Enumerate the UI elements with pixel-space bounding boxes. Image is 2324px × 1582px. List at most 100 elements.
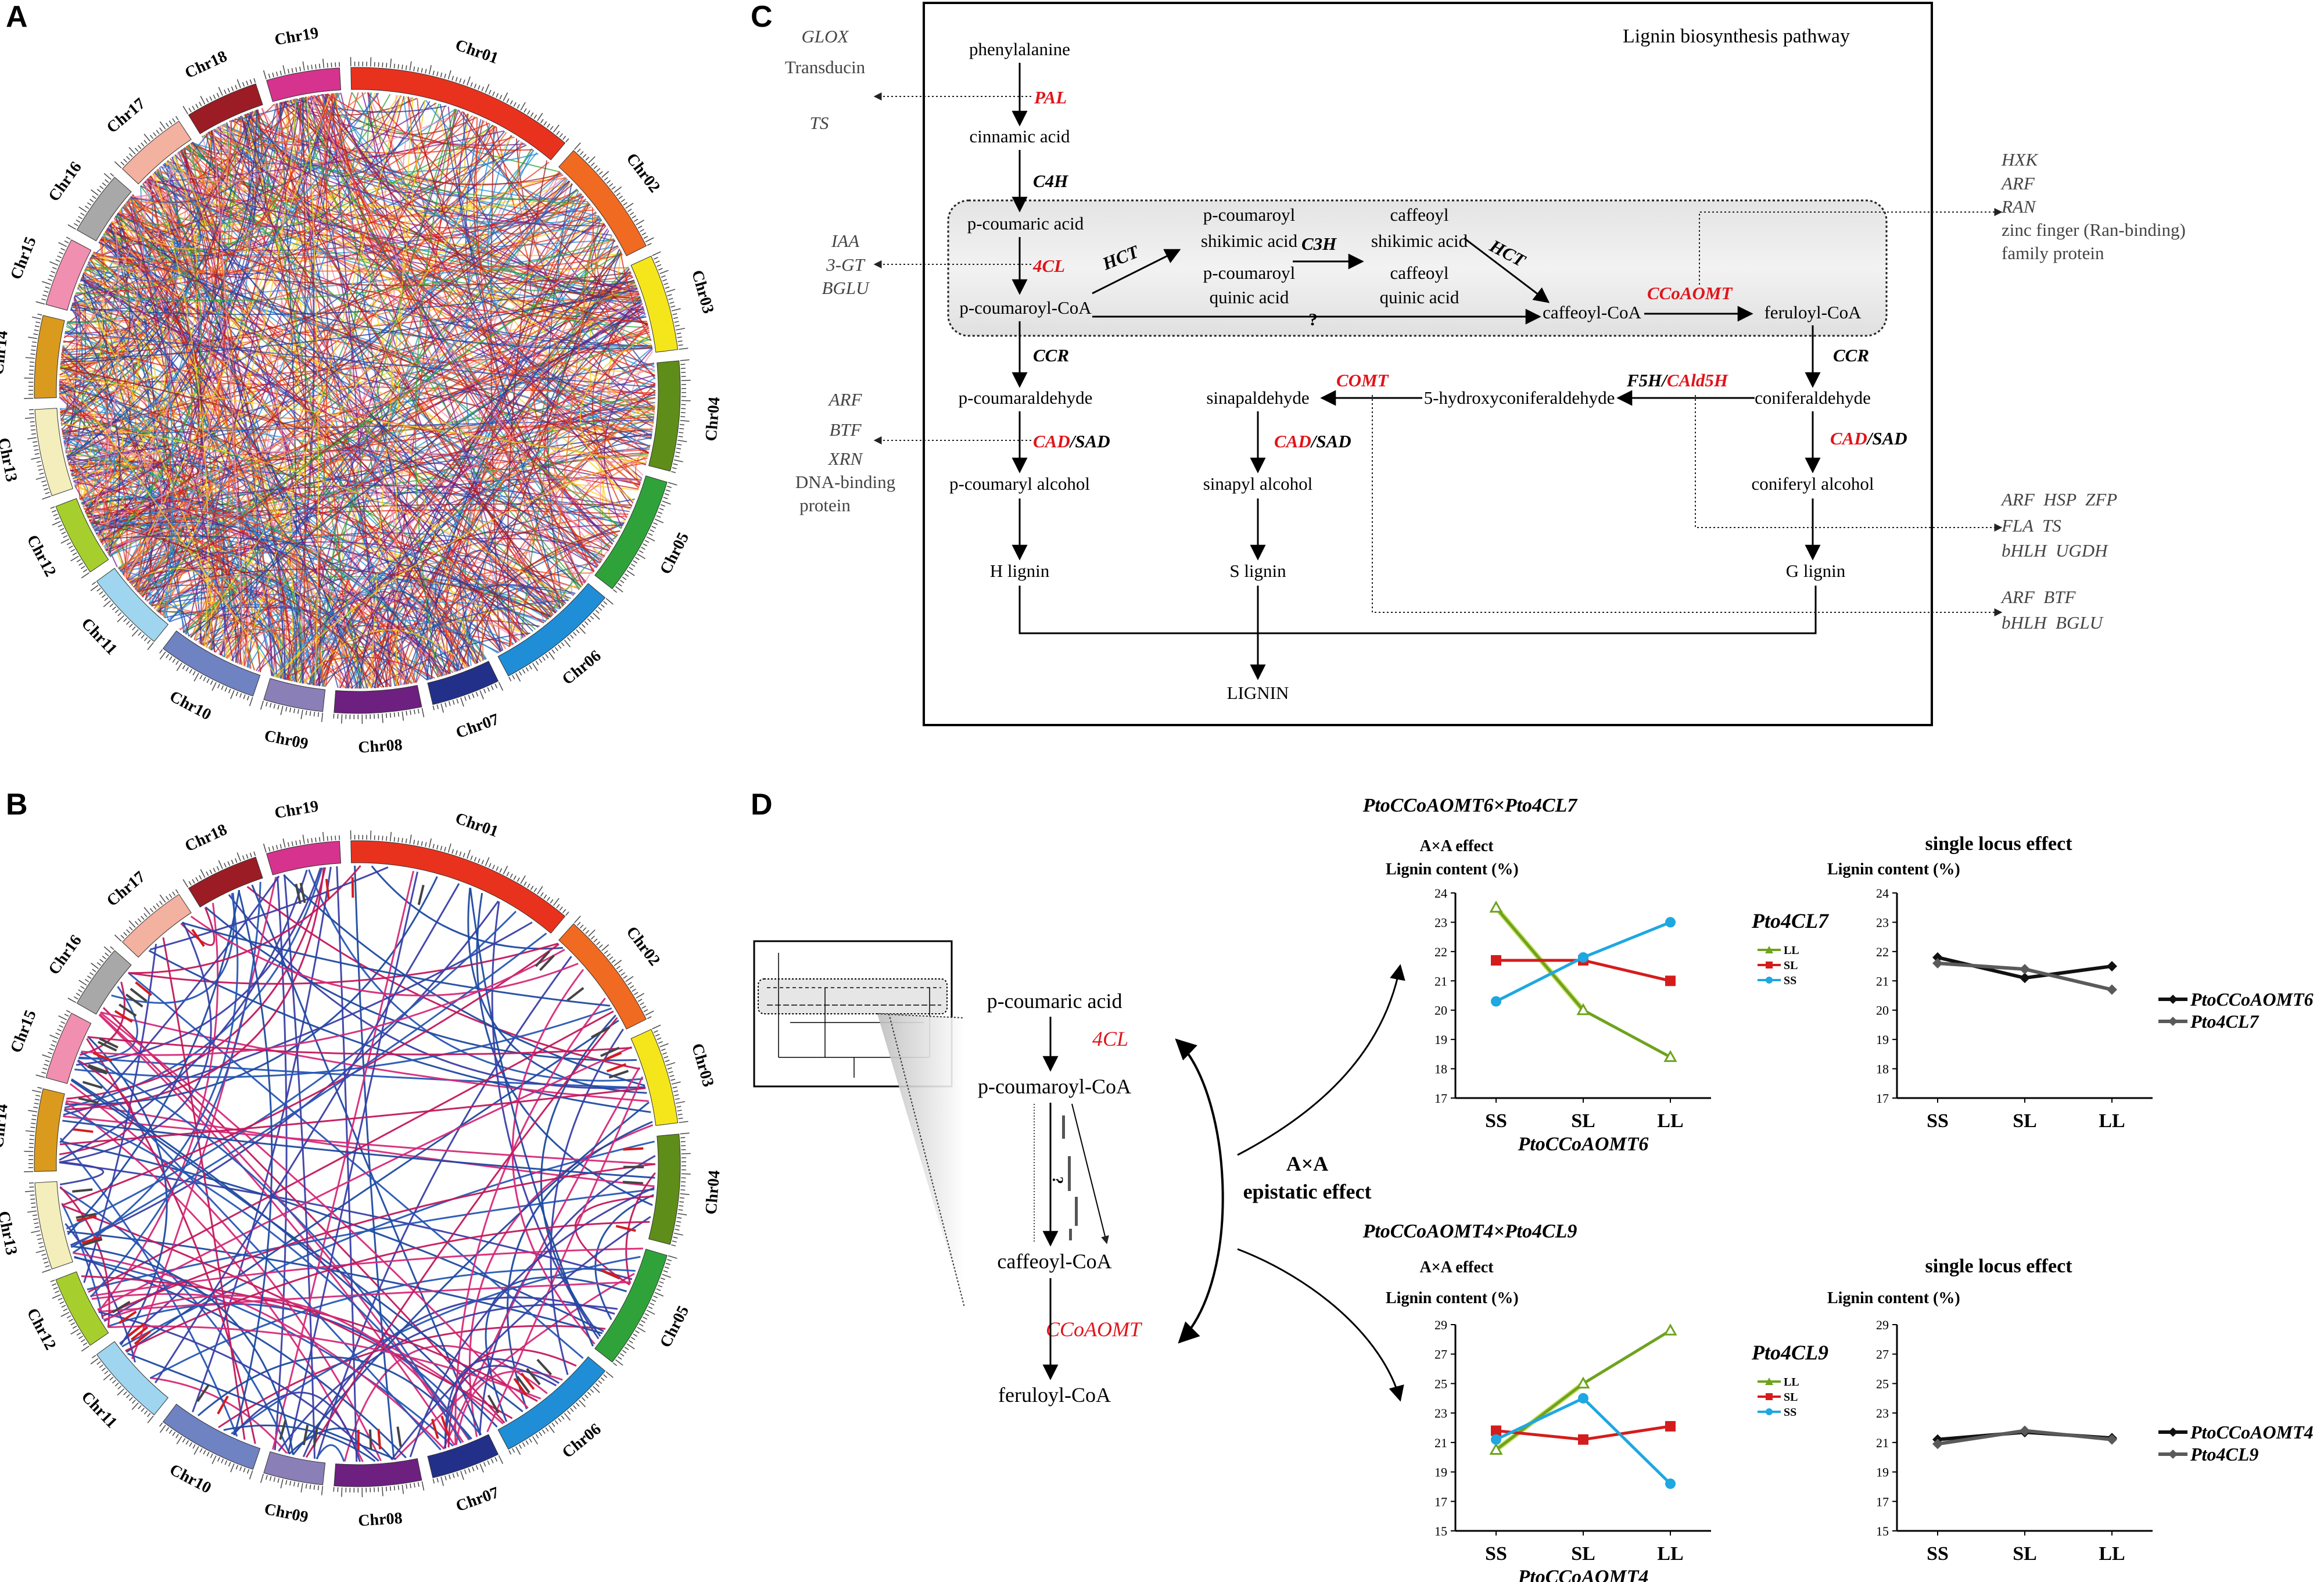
data-point bbox=[1665, 1420, 1676, 1432]
chromosome-tick bbox=[490, 685, 494, 690]
chromosome-tick bbox=[668, 1255, 677, 1259]
chromosome-tick bbox=[72, 1325, 77, 1329]
gene-marker bbox=[217, 1396, 229, 1415]
synteny-link bbox=[203, 93, 334, 647]
chromosome-tick bbox=[633, 560, 638, 564]
synteny-link bbox=[462, 112, 649, 328]
chromosome-tick bbox=[382, 62, 383, 67]
chromosome-tick bbox=[105, 952, 109, 956]
synteny-link bbox=[60, 418, 536, 630]
chromosome-tick bbox=[616, 192, 621, 196]
chromosome-tick bbox=[81, 572, 89, 579]
chromosome-tick bbox=[91, 963, 99, 969]
chromosome-tick bbox=[28, 1110, 38, 1113]
chromosome-tick bbox=[280, 705, 284, 715]
chromosome-tick bbox=[30, 1127, 35, 1128]
chart-title: single locus effect bbox=[1925, 1255, 2072, 1277]
chromosome-tick bbox=[117, 1388, 125, 1396]
chromosome-tick bbox=[209, 869, 213, 874]
chromosome-tick bbox=[677, 1213, 687, 1215]
legend-marker bbox=[1766, 962, 1773, 968]
y-tick-label: 19 bbox=[1434, 1465, 1447, 1480]
chromosome-tick bbox=[31, 457, 41, 460]
synteny-link bbox=[128, 119, 236, 205]
chromosome-label: Chr11 bbox=[78, 615, 121, 658]
chromosome-tick bbox=[680, 368, 686, 370]
chromosome-tick bbox=[192, 1444, 196, 1449]
chromosome-tick bbox=[593, 1386, 600, 1393]
chromosome-tick bbox=[172, 1432, 176, 1436]
gene-marker bbox=[608, 1070, 629, 1079]
node-feruloyl-coa: feruloyl-CoA bbox=[1764, 302, 1862, 322]
chromosome-segment bbox=[497, 583, 606, 677]
chromosome-tick bbox=[117, 615, 125, 623]
epistasis-label-1: A×A bbox=[1286, 1152, 1329, 1175]
chromosome-tick bbox=[58, 1297, 63, 1301]
chromosome-tick bbox=[669, 1075, 675, 1077]
synteny-link bbox=[511, 968, 596, 1345]
chromosome-tick bbox=[322, 58, 325, 69]
chromosome-segment bbox=[55, 498, 109, 573]
chromosome-tick bbox=[668, 297, 673, 300]
chromosome-tick bbox=[277, 705, 279, 710]
synteny-link bbox=[107, 1303, 482, 1436]
chromosome-tick bbox=[182, 665, 186, 669]
chromosome-tick bbox=[541, 1429, 546, 1434]
synteny-link bbox=[83, 944, 157, 1283]
chromosome-tick bbox=[80, 1339, 85, 1343]
chromosome-tick bbox=[114, 161, 122, 168]
chromosome-tick bbox=[35, 1095, 41, 1097]
synteny-link bbox=[128, 568, 213, 648]
chromosome-tick bbox=[109, 603, 114, 608]
node-caffeoyl-shikimic-2: shikimic acid bbox=[1371, 231, 1468, 251]
chromosome-tick bbox=[105, 179, 109, 183]
synteny-link bbox=[97, 1046, 632, 1311]
chromosome-tick bbox=[660, 1277, 665, 1280]
synteny-link bbox=[74, 1007, 612, 1078]
chromosome-tick bbox=[44, 1064, 49, 1066]
chromosome-tick bbox=[650, 1303, 655, 1306]
chromosome-tick bbox=[545, 1427, 549, 1432]
x-tick-label: SL bbox=[1571, 1543, 1595, 1565]
chromosome-label: Chr05 bbox=[657, 530, 693, 577]
gene-marker bbox=[82, 1081, 103, 1089]
synteny-link bbox=[401, 425, 654, 686]
chromosome-tick bbox=[478, 85, 480, 90]
synteny-link bbox=[591, 228, 638, 289]
chromosome-tick bbox=[76, 992, 81, 996]
gene-marker bbox=[313, 1426, 318, 1447]
chromosome-tick bbox=[641, 232, 647, 236]
chromosome-tick bbox=[249, 697, 253, 706]
synteny-link bbox=[59, 1059, 134, 1156]
chromosome-tick bbox=[333, 1487, 335, 1492]
chromosome-tick bbox=[48, 1052, 53, 1054]
chromosome-tick bbox=[35, 301, 45, 305]
chromosome-tick bbox=[24, 377, 34, 379]
synteny-link bbox=[550, 1028, 624, 1375]
chromosome-tick bbox=[30, 1194, 35, 1196]
chromosome-tick bbox=[475, 1465, 479, 1470]
chromosome-tick bbox=[525, 667, 529, 672]
chromosome-segment bbox=[558, 150, 647, 256]
synteny-link bbox=[507, 160, 548, 647]
chromosome-tick bbox=[573, 632, 577, 636]
y-tick-label: 21 bbox=[1434, 974, 1447, 988]
synteny-link bbox=[149, 1268, 636, 1379]
y-tick-label: 23 bbox=[1434, 915, 1447, 930]
chromosome-segment bbox=[497, 1356, 606, 1450]
chromosome-tick bbox=[674, 321, 679, 323]
chromosome-tick bbox=[432, 70, 435, 76]
chromosome-tick bbox=[57, 255, 62, 259]
chromosome-tick bbox=[675, 325, 680, 327]
chromosome-tick bbox=[102, 956, 106, 960]
chromosome-tick bbox=[474, 856, 477, 862]
chromosome-tick bbox=[573, 142, 581, 150]
chromosome-tick bbox=[481, 87, 484, 92]
synteny-link bbox=[306, 96, 319, 686]
chromosome-tick bbox=[605, 598, 614, 605]
chromosome-tick bbox=[675, 1098, 680, 1100]
synteny-link bbox=[80, 278, 286, 680]
chromosome-tick bbox=[33, 333, 38, 335]
synteny-link bbox=[354, 865, 395, 1460]
chromosome-tick bbox=[63, 1308, 68, 1311]
